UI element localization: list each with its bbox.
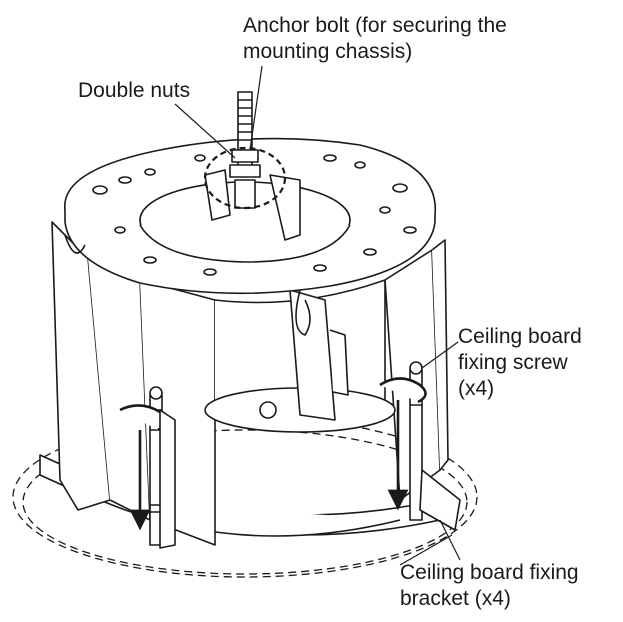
mounting-holes <box>92 154 417 276</box>
ceiling-bracket-label-line2: bracket (x4) <box>400 587 511 610</box>
anchor-bolt-label-line2: mounting chassis) <box>243 40 413 63</box>
ceiling-bracket-label-line1: Ceiling board fixing <box>400 561 579 584</box>
cable-clip-right <box>295 289 311 336</box>
double-nuts-label: Double nuts <box>78 79 191 102</box>
double-nuts-highlight <box>203 146 287 210</box>
ceiling-screw-label-line3: (x4) <box>458 377 495 400</box>
left-fixing-screw-assembly <box>119 386 176 549</box>
top-mounting-plate <box>64 137 437 295</box>
cable-clip-left <box>64 234 86 254</box>
ceiling-screw-label-line1: Ceiling board <box>458 325 582 348</box>
leader-lines <box>174 65 461 566</box>
ceiling-screw-label-line2: fixing screw <box>458 351 568 374</box>
anchor-bolt-label-line1: Anchor bolt (for securing the <box>243 14 507 37</box>
right-fixing-screw-assembly <box>379 361 461 531</box>
ceiling-hole-outline <box>12 416 478 578</box>
anchor-bolt <box>229 91 261 209</box>
